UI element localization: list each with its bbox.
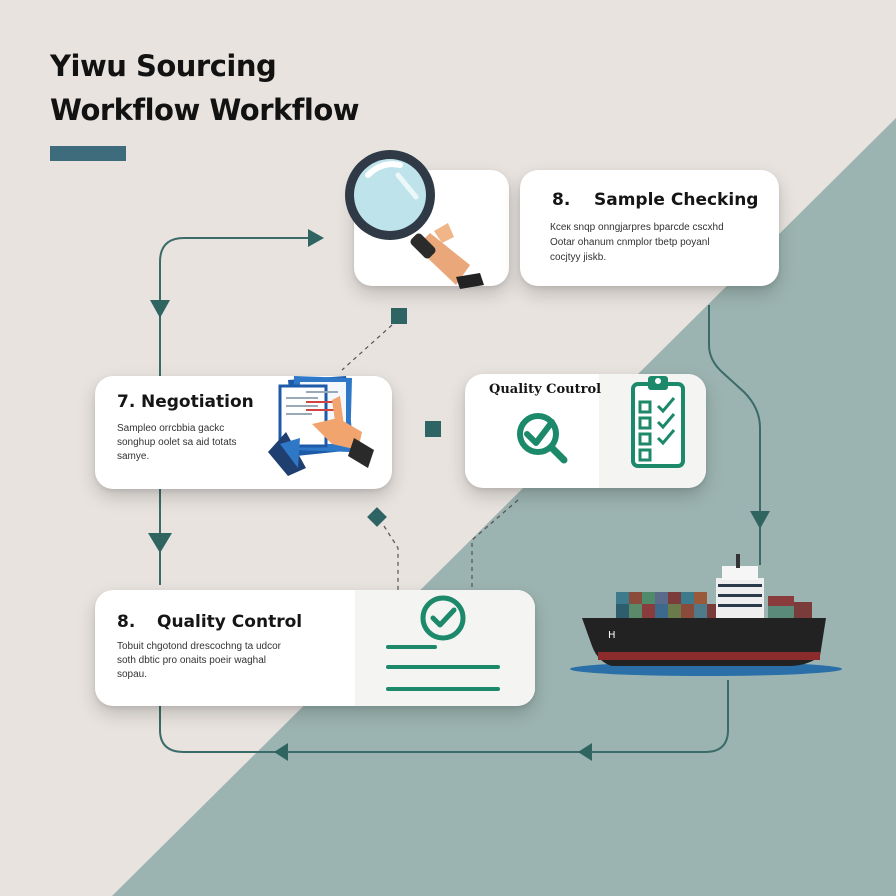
negotiation-description: Sampleo orrcbbia gackc songhup oolet sa … [117,423,237,462]
documents-hand-icon [268,376,374,476]
title-line-1: Yiwu Sourcing [50,49,277,83]
page-title: Yiwu Sourcing Workflow Workflow [50,44,360,132]
step-number: 8. [117,612,136,632]
step-title: Sample Checking [594,190,759,210]
magnifier-hand-icon [345,150,484,289]
quality-control-description: Tobuit chgotond drescochng ta udcor soth… [117,641,281,680]
step-title: Quality Control [157,612,303,632]
quality-control-title: 8. Quality Control [117,612,302,632]
quality-control-top-title: Quality Coutrol [489,382,602,397]
check-magnifier-icon [517,413,568,464]
step-number: 8. [552,190,571,210]
step-number: 7. [117,392,136,412]
check-panel [355,590,535,706]
check-circle-icon [386,595,500,691]
title-accent-bar [50,146,126,161]
sample-checking-description: Ксек snqp onngjarpres bparcde cscxhd Oot… [550,222,724,263]
svg-text:H: H [608,630,616,641]
container-ship-icon: H [570,554,842,676]
title-line-2: Workflow Workflow [50,93,360,127]
sample-checking-card: 8. Sample Checking Ксек snqp onngjarpres … [520,170,779,286]
sample-checking-title: 8. Sample Checking [552,190,758,210]
negotiation-title: 7.Negotiation [117,392,254,412]
checklist-clipboard-icon [631,376,685,468]
step-title: Negotiation [141,392,254,412]
